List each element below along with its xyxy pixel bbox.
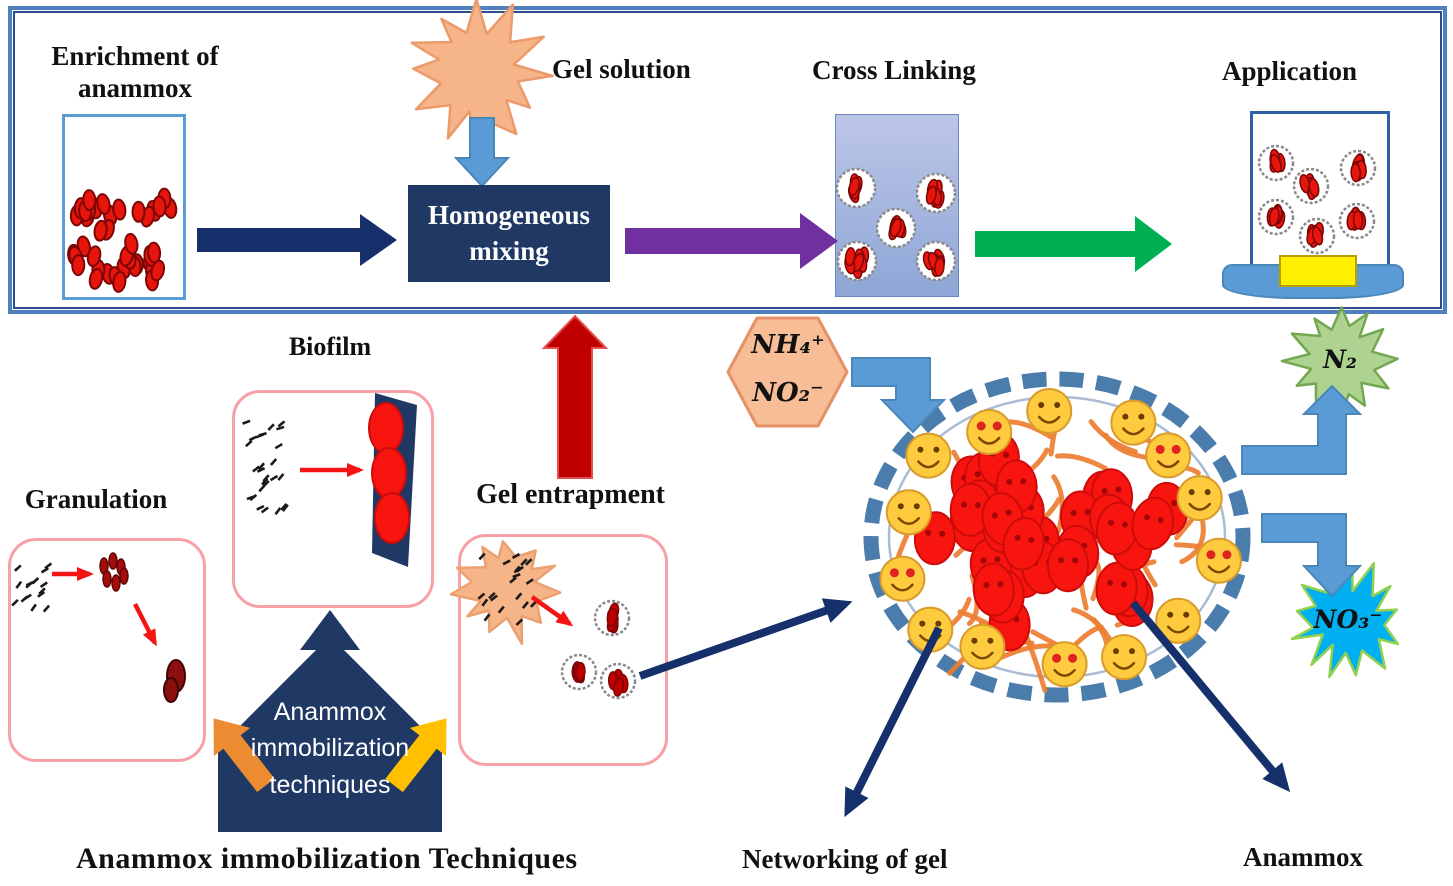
caption-label: Anammox immobilization Techniques	[76, 842, 578, 875]
homogeneous-mixing-label: Homogeneous mixing	[428, 200, 590, 266]
gel-mix-cells	[449, 540, 562, 645]
networking-of-gel-label: Networking of gel	[742, 844, 948, 874]
granulation-arrow-2	[132, 602, 158, 647]
biofilm-free-cells	[242, 419, 289, 516]
arrow-ball-to-n2	[1241, 384, 1363, 475]
arrow-substrate-to-ball	[851, 357, 947, 434]
immobilization-house-label: Anammox immobilization techniques	[250, 698, 410, 799]
gel-solution-label: Gel solution	[552, 54, 691, 84]
anammox-label: Anammox	[1243, 842, 1363, 872]
gel-beads	[560, 599, 637, 700]
granulation-cluster	[99, 552, 129, 592]
crosslinked-beads	[835, 167, 957, 282]
arrow-beads-to-ball	[638, 598, 853, 680]
nitrate-label: NO₃⁻	[1313, 605, 1383, 634]
bacteria-emoji	[885, 489, 932, 536]
granulation-free-cells	[11, 562, 53, 613]
arrow-gelentrapment-to-mixing	[541, 314, 609, 479]
substrate-hexagon	[726, 316, 849, 428]
gel-entrapment-arrow	[530, 595, 574, 627]
bacteria-emoji	[1110, 399, 1157, 446]
homogeneous-mixing-box: Homogeneous mixing	[408, 185, 610, 282]
stir-bar	[1279, 255, 1357, 287]
bacteria-emoji	[1155, 597, 1202, 644]
bacteria-emoji	[1101, 634, 1147, 681]
bacteria-emoji	[879, 555, 926, 602]
house-yellow-arrow	[385, 718, 447, 793]
immobilization-house	[218, 610, 442, 832]
bacteria-emoji	[1145, 432, 1192, 479]
enrichment-label: Enrichment of anammox	[51, 41, 219, 104]
application-label: Application	[1222, 56, 1358, 86]
enrichment-bacteria	[67, 187, 178, 293]
ammonium-label: NH₄⁺	[751, 330, 825, 360]
arrow-ball-to-no3	[1261, 513, 1363, 598]
starbursts	[410, 0, 1400, 679]
application-beads	[1257, 144, 1377, 255]
nitrite-label: NO₂⁻	[752, 378, 824, 408]
bacteria-emoji	[1176, 475, 1223, 522]
bacteria-emoji	[1041, 641, 1088, 688]
biofilm-label: Biofilm	[288, 332, 372, 361]
house-orange-arrow	[213, 718, 275, 793]
bacteria-emoji	[1026, 388, 1073, 434]
arrow-gelsolution-to-mixing	[453, 117, 511, 188]
arrow-mixing-to-crosslinking	[625, 213, 838, 269]
arrow-enrichment-to-mixing	[197, 214, 397, 266]
bacteria-emoji	[905, 432, 952, 479]
granulation-label: Granulation	[24, 484, 168, 514]
granule	[163, 659, 186, 703]
arrow-ball-to-networking	[844, 626, 943, 818]
biofilm-carrier	[368, 393, 417, 567]
arrow-ball-to-anammox	[1129, 600, 1291, 793]
gel-ball-contents	[879, 388, 1242, 693]
n2-label: N₂	[1323, 345, 1357, 374]
bacteria-emoji	[1195, 537, 1242, 584]
cross-linking-label: Cross Linking	[812, 55, 976, 85]
bacteria-emoji	[959, 623, 1006, 670]
gel-entrapment-label: Gel entrapment	[476, 479, 665, 510]
process-panel	[8, 6, 1447, 314]
arrow-crosslinking-to-application	[975, 216, 1172, 272]
bacteria-emoji	[966, 409, 1013, 455]
gel-ball	[863, 371, 1251, 703]
